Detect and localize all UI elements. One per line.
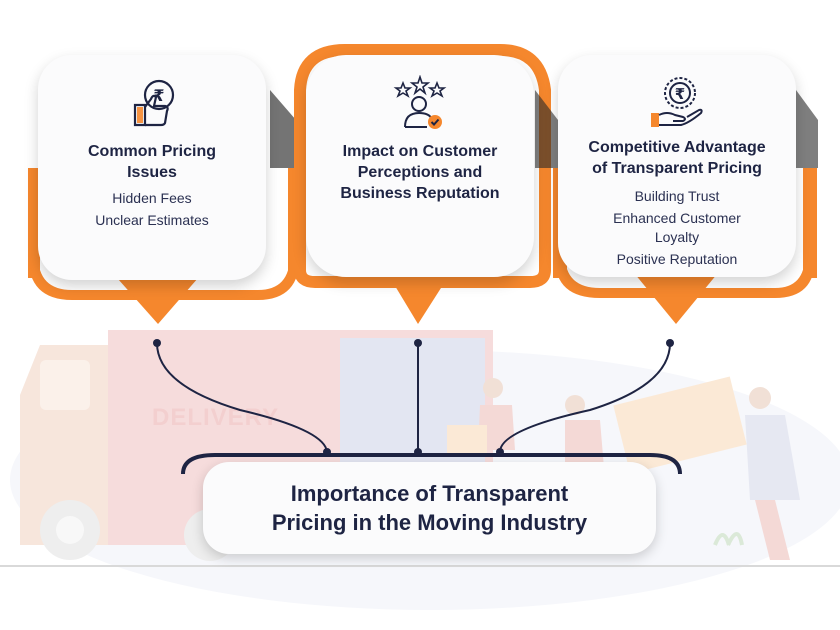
card-title-line: Impact on Customer — [342, 143, 498, 160]
main-title-line: Pricing in the Moving Industry — [271, 510, 588, 535]
card-impact-on-perceptions: Impact on Customer Perceptions and Busin… — [306, 55, 534, 277]
card-title: Impact on Customer Perceptions and Busin… — [306, 141, 534, 204]
pointer-right — [630, 268, 722, 324]
rupee-hand-icon: ₹ — [651, 77, 703, 127]
connector-lines — [156, 342, 682, 475]
connector-dots — [153, 339, 674, 456]
card-item: Enhanced Customer — [613, 210, 741, 226]
right-orange-band — [555, 168, 815, 298]
card-title: Competitive Advantage of Transparent Pri… — [558, 137, 796, 179]
rated-user-icon — [393, 75, 447, 129]
card-title-line: Common Pricing — [87, 143, 216, 160]
card-title-line: Competitive Advantage — [588, 139, 766, 156]
middle-orange-frame — [294, 44, 551, 288]
pointer-left — [110, 270, 205, 324]
main-title-line: Importance of Transparent — [290, 481, 569, 506]
card-title-line: Business Reputation — [340, 185, 500, 202]
card-competitive-advantage: ₹ Competitive Advantage of Transparent P… — [558, 55, 796, 277]
card-title: Common Pricing Issues — [38, 141, 266, 183]
card-title-line: Perceptions and — [357, 164, 483, 181]
main-title: Importance of Transparent Pricing in the… — [272, 479, 587, 537]
svg-text:₹: ₹ — [675, 85, 685, 103]
card-item: Positive Reputation — [616, 251, 738, 267]
card-common-pricing-issues: ₹ Common Pricing Issues Hidden Fees Uncl… — [38, 55, 266, 280]
card-items: Building Trust Enhanced Customer Loyalty… — [558, 187, 796, 272]
card-item: Loyalty — [654, 229, 700, 245]
delivery-label: DELIVERY — [152, 404, 280, 431]
card-item: Hidden Fees — [112, 190, 192, 206]
card-item: Unclear Estimates — [95, 212, 209, 228]
card-title-line: of Transparent Pricing — [592, 160, 762, 177]
card-title-line: Issues — [127, 164, 177, 181]
svg-text:₹: ₹ — [153, 86, 164, 105]
card-item: Building Trust — [634, 188, 720, 204]
card-items: Hidden Fees Unclear Estimates — [38, 189, 266, 233]
rupee-thumbs-up-icon: ₹ — [133, 79, 175, 127]
pointer-middle — [383, 266, 455, 324]
main-title-box: Importance of Transparent Pricing in the… — [203, 462, 656, 554]
